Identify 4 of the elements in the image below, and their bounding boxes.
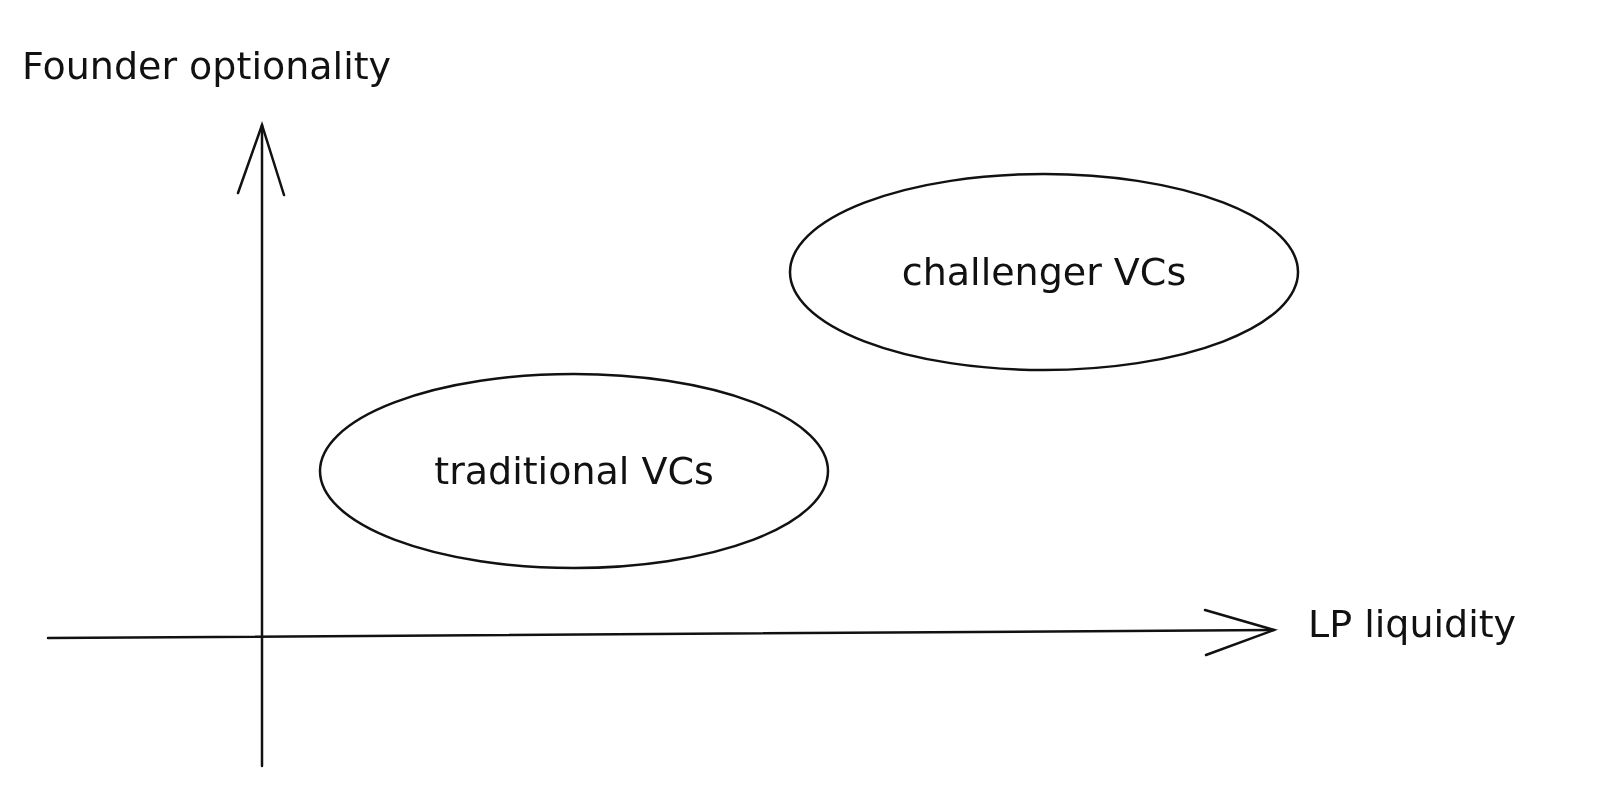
category-label: challenger VCs — [900, 250, 1188, 294]
axis-title: LP liquidity — [1308, 602, 1517, 646]
axis-title: Founder optionality — [22, 44, 392, 88]
category-label: traditional VCs — [433, 449, 715, 493]
